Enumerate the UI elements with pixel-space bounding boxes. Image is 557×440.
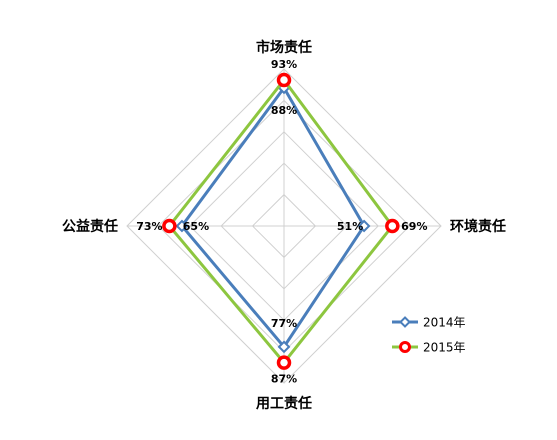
data-label: 51%	[337, 220, 363, 233]
category-label: 市场责任	[256, 39, 312, 56]
chart-series	[162, 72, 400, 370]
data-point	[162, 218, 177, 234]
data-label: 87%	[271, 373, 297, 386]
data-label: 93%	[271, 58, 297, 71]
legend-label: 2014年	[423, 316, 466, 330]
legend-label: 2015年	[423, 341, 466, 355]
data-point	[357, 219, 371, 233]
category-label: 用工责任	[256, 395, 312, 412]
data-label: 73%	[136, 220, 162, 233]
category-label: 公益责任	[62, 218, 118, 235]
data-point	[276, 72, 292, 88]
data-point	[175, 219, 189, 233]
chart-legend: 2014年 2015年	[392, 316, 466, 355]
category-label: 环境责任	[450, 218, 506, 235]
data-label: 77%	[271, 317, 297, 330]
legend-marker	[399, 316, 411, 328]
legend-marker	[399, 341, 411, 353]
data-label: 88%	[271, 104, 297, 117]
data-label: 65%	[183, 220, 209, 233]
data-point	[277, 340, 291, 354]
data-point	[385, 218, 400, 234]
data-label: 69%	[401, 220, 427, 233]
data-point	[276, 355, 292, 370]
